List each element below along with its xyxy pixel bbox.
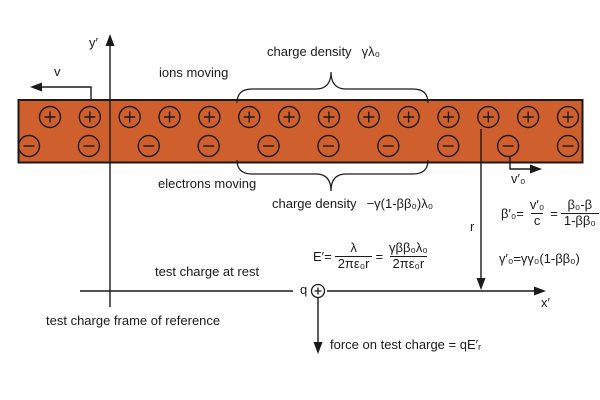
- beta-fraction-1: v′₀ c: [529, 197, 545, 228]
- beta-formula: β′₀= v′₀ c = β₀-β 1-ββ₀: [501, 197, 599, 228]
- force-arrow: [313, 298, 323, 354]
- y-axis: [105, 34, 115, 307]
- minus-charge-icon: [77, 134, 101, 158]
- minus-charge-icon: [377, 134, 400, 158]
- beta-equals: =: [550, 205, 558, 221]
- plus-charge-icon: [437, 105, 460, 129]
- efield-lhs: E′=: [313, 248, 332, 264]
- plus-charge-icon: [78, 105, 102, 129]
- y-axis-label: y′: [89, 35, 98, 50]
- x-axis: [80, 286, 546, 296]
- plus-charge-icon: [317, 105, 341, 129]
- beta-fraction-2: β₀-β 1-ββ₀: [560, 197, 599, 228]
- v0-arrowhead-icon: [530, 164, 542, 174]
- beta-lhs: β′₀=: [501, 205, 524, 221]
- efield-fraction-1: λ 2πε₀r: [334, 240, 373, 271]
- x-axis-arrowhead-icon: [534, 286, 546, 296]
- v0-arrow: [509, 157, 542, 174]
- v-label: v: [54, 64, 61, 79]
- wire-band: [17, 99, 584, 164]
- minus-charge-icon: [556, 134, 580, 158]
- r-arrowhead-icon: [476, 278, 486, 290]
- minus-charge-icon: [257, 134, 280, 158]
- test-charge-icon: [310, 283, 326, 299]
- bottom-charge-density-value: −γ(1-ββ₀)λ₀: [366, 196, 434, 211]
- minus-charge-icon: [496, 134, 520, 158]
- minus-charge-icon: [317, 134, 340, 158]
- plus-charge-icon: [516, 105, 540, 129]
- wire-charges: [17, 105, 580, 158]
- plus-charge-icon: [198, 105, 221, 129]
- bottom-charge-density-text: charge density: [272, 196, 357, 211]
- force-label: force on test charge = qE′ᵣ: [330, 337, 482, 352]
- plus-charge-icon: [477, 105, 500, 129]
- r-line: [476, 129, 486, 290]
- ions-moving-label: ions moving: [159, 65, 229, 80]
- q-label: q: [300, 282, 308, 297]
- minus-charge-icon: [437, 134, 460, 158]
- top-charge-density-text: charge density: [267, 44, 352, 59]
- electrons-moving-label: electrons moving: [158, 176, 257, 191]
- minus-charge-icon: [137, 134, 160, 158]
- bottom-charge-density-label: charge density −γ(1-ββ₀)λ₀: [272, 196, 434, 211]
- efield-fraction-2: γββ₀λ₀ 2πε₀r: [389, 240, 428, 271]
- gamma-formula: γ′₀=γγ₀(1-ββ₀): [499, 251, 580, 266]
- top-brace: [236, 71, 429, 104]
- top-charge-density-label: charge density γλ₀: [267, 44, 380, 59]
- plus-charge-icon: [38, 105, 62, 129]
- efield-equals: =: [375, 248, 384, 264]
- bottom-brace: [236, 159, 429, 192]
- x-axis-label: x′: [541, 295, 550, 310]
- v0-label: v′₀: [511, 171, 526, 186]
- minus-charge-icon: [197, 134, 220, 158]
- v-arrowhead-icon: [30, 82, 42, 92]
- plus-charge-icon: [238, 105, 261, 129]
- frame-of-reference-label: test charge frame of reference: [46, 313, 221, 328]
- top-charge-density-value: γλ₀: [361, 44, 380, 59]
- force-arrowhead-icon: [313, 342, 323, 354]
- v-arrow: [30, 82, 92, 100]
- plus-charge-icon: [357, 105, 380, 129]
- r-label: r: [470, 219, 475, 234]
- plus-charge-icon: [277, 105, 301, 129]
- plus-charge-icon: [158, 105, 181, 129]
- plus-charge-icon: [397, 105, 420, 129]
- plus-charge-icon: [556, 105, 580, 129]
- minus-charge-icon: [17, 134, 41, 158]
- plus-charge-icon: [118, 105, 141, 129]
- efield-formula: E′= λ 2πε₀r = γββ₀λ₀ 2πε₀r: [313, 240, 431, 271]
- test-charge-at-rest-label: test charge at rest: [155, 264, 260, 279]
- y-axis-arrowhead-icon: [105, 34, 115, 46]
